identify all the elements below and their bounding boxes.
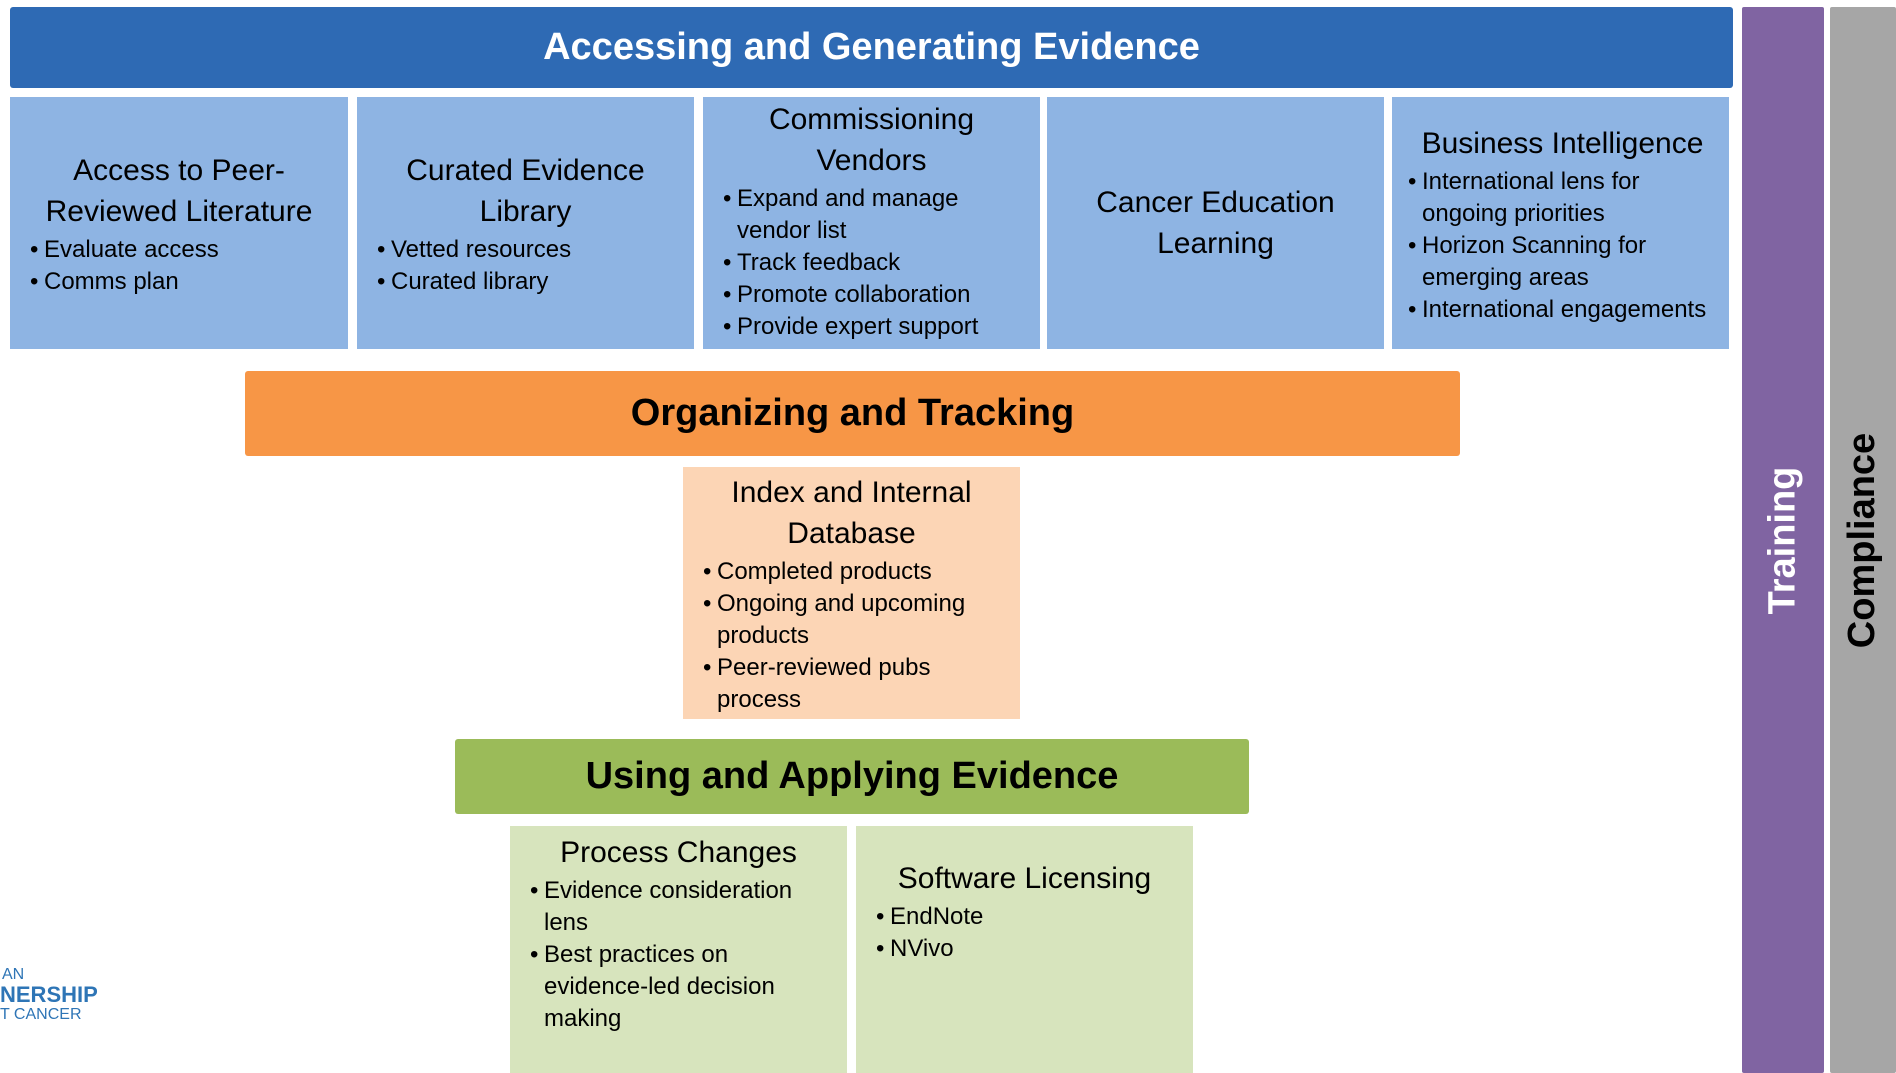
bullet-item: International lens for ongoing prioritie… <box>1408 166 1717 230</box>
training-bar: Training <box>1742 7 1824 1073</box>
bullet-list: Vetted resourcesCurated library <box>377 234 674 298</box>
bullet-item: Evaluate access <box>30 234 328 266</box>
box-title: Curated Evidence Library <box>406 154 645 228</box>
cancer-education-learning-box: Cancer Education Learning <box>1047 97 1384 349</box>
bullet-item: Promote collaboration <box>723 279 1020 311</box>
bullet-item: Expand and manage vendor list <box>723 183 1020 247</box>
bullet-item: Evidence consideration lens <box>530 875 827 939</box>
compliance-label: Compliance <box>1841 432 1884 648</box>
using-applying-evidence-banner: Using and Applying Evidence <box>455 739 1249 814</box>
compliance-bar: Compliance <box>1830 7 1896 1073</box>
logo-line-3: T CANCER <box>0 1006 82 1023</box>
index-internal-database-box: Index and Internal Database Completed pr… <box>683 467 1020 719</box>
bullet-item: Track feedback <box>723 247 1020 279</box>
bullet-item: Comms plan <box>30 266 328 298</box>
bullet-list: Expand and manage vendor listTrack feedb… <box>723 183 1020 343</box>
bullet-item: Curated library <box>377 266 674 298</box>
logo-line-2: NERSHIP <box>0 982 98 1007</box>
business-intelligence-box: Business Intelligence International lens… <box>1392 97 1729 349</box>
bullet-list: Evaluate accessComms plan <box>30 234 328 298</box>
bullet-item: Horizon Scanning for emerging areas <box>1408 230 1717 294</box>
curated-evidence-library-box: Curated Evidence Library Vetted resource… <box>357 97 694 349</box>
box-title: Software Licensing <box>897 862 1152 895</box>
software-licensing-box: Software Licensing EndNoteNVivo <box>856 826 1193 1073</box>
bullet-item: Peer-reviewed pubs process <box>703 652 1000 716</box>
box-title: Access to Peer-Reviewed Literature <box>45 154 313 228</box>
box-title: Business Intelligence <box>1421 126 1704 160</box>
accessing-generating-evidence-banner: Accessing and Generating Evidence <box>10 7 1733 88</box>
organizing-tracking-banner: Organizing and Tracking <box>245 371 1460 456</box>
process-changes-box: Process Changes Evidence consideration l… <box>510 826 847 1073</box>
bullet-item: EndNote <box>876 901 1173 933</box>
organization-logo: AN NERSHIP T CANCER <box>0 965 110 1025</box>
bullet-item: Best practices on evidence-led decision … <box>530 939 827 1035</box>
bullet-item: Provide expert support <box>723 311 1020 343</box>
box-title: Commissioning Vendors <box>768 103 975 177</box>
box-title: Index and Internal Database <box>731 476 972 550</box>
bullet-item: Completed products <box>703 556 1000 588</box>
bullet-list: EndNoteNVivo <box>876 901 1173 965</box>
box-title: Process Changes <box>560 836 797 869</box>
bullet-item: NVivo <box>876 933 1173 965</box>
bullet-list: Completed productsOngoing and upcoming p… <box>703 556 1000 716</box>
box-title: Cancer Education Learning <box>1096 186 1335 260</box>
training-label: Training <box>1761 466 1804 614</box>
logo-line-1: AN <box>2 966 25 983</box>
bullet-item: Ongoing and upcoming products <box>703 588 1000 652</box>
commissioning-vendors-box: Commissioning Vendors Expand and manage … <box>703 97 1040 349</box>
bullet-item: Vetted resources <box>377 234 674 266</box>
bullet-item: International engagements <box>1408 294 1717 326</box>
access-peer-reviewed-box: Access to Peer-Reviewed Literature Evalu… <box>10 97 348 349</box>
bullet-list: International lens for ongoing prioritie… <box>1408 166 1717 326</box>
bullet-list: Evidence consideration lensBest practice… <box>530 875 827 1035</box>
